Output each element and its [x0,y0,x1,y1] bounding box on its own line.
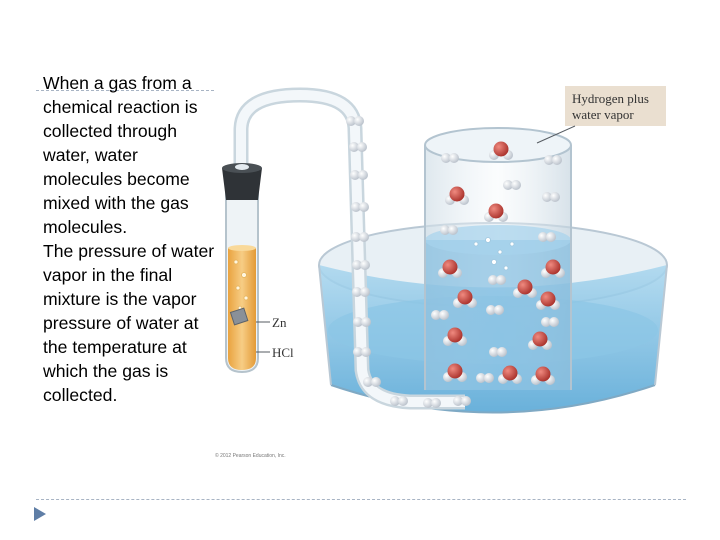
bubbles [473,237,515,271]
figure-labels: Zn HCl Hydrogen plus water vapor © 2012 … [215,86,666,459]
paragraph-vapor-pressure: The pressure of water vapor in the final… [43,241,215,405]
label-zinc: Zn [272,315,287,330]
rubber-stopper [222,163,262,200]
play-arrow-icon[interactable] [33,506,47,522]
slide-body-text: When a gas from a chemical reaction is c… [43,71,215,407]
paragraph-gas-collection: When a gas from a chemical reaction is c… [43,73,198,237]
delivery-tube [233,87,465,410]
label-hcl: HCl [272,345,294,360]
top-divider [36,90,214,91]
copyright-notice: © 2012 Pearson Education, Inc. [215,452,286,459]
bottom-divider [36,499,686,500]
callout-line-2: water vapor [572,107,634,122]
callout-line-1: Hydrogen plus [572,91,649,106]
zinc-pellet [229,307,249,326]
gas-collection-figure: Zn HCl Hydrogen plus water vapor © 2012 … [215,86,668,459]
reaction-test-tube [225,177,259,374]
